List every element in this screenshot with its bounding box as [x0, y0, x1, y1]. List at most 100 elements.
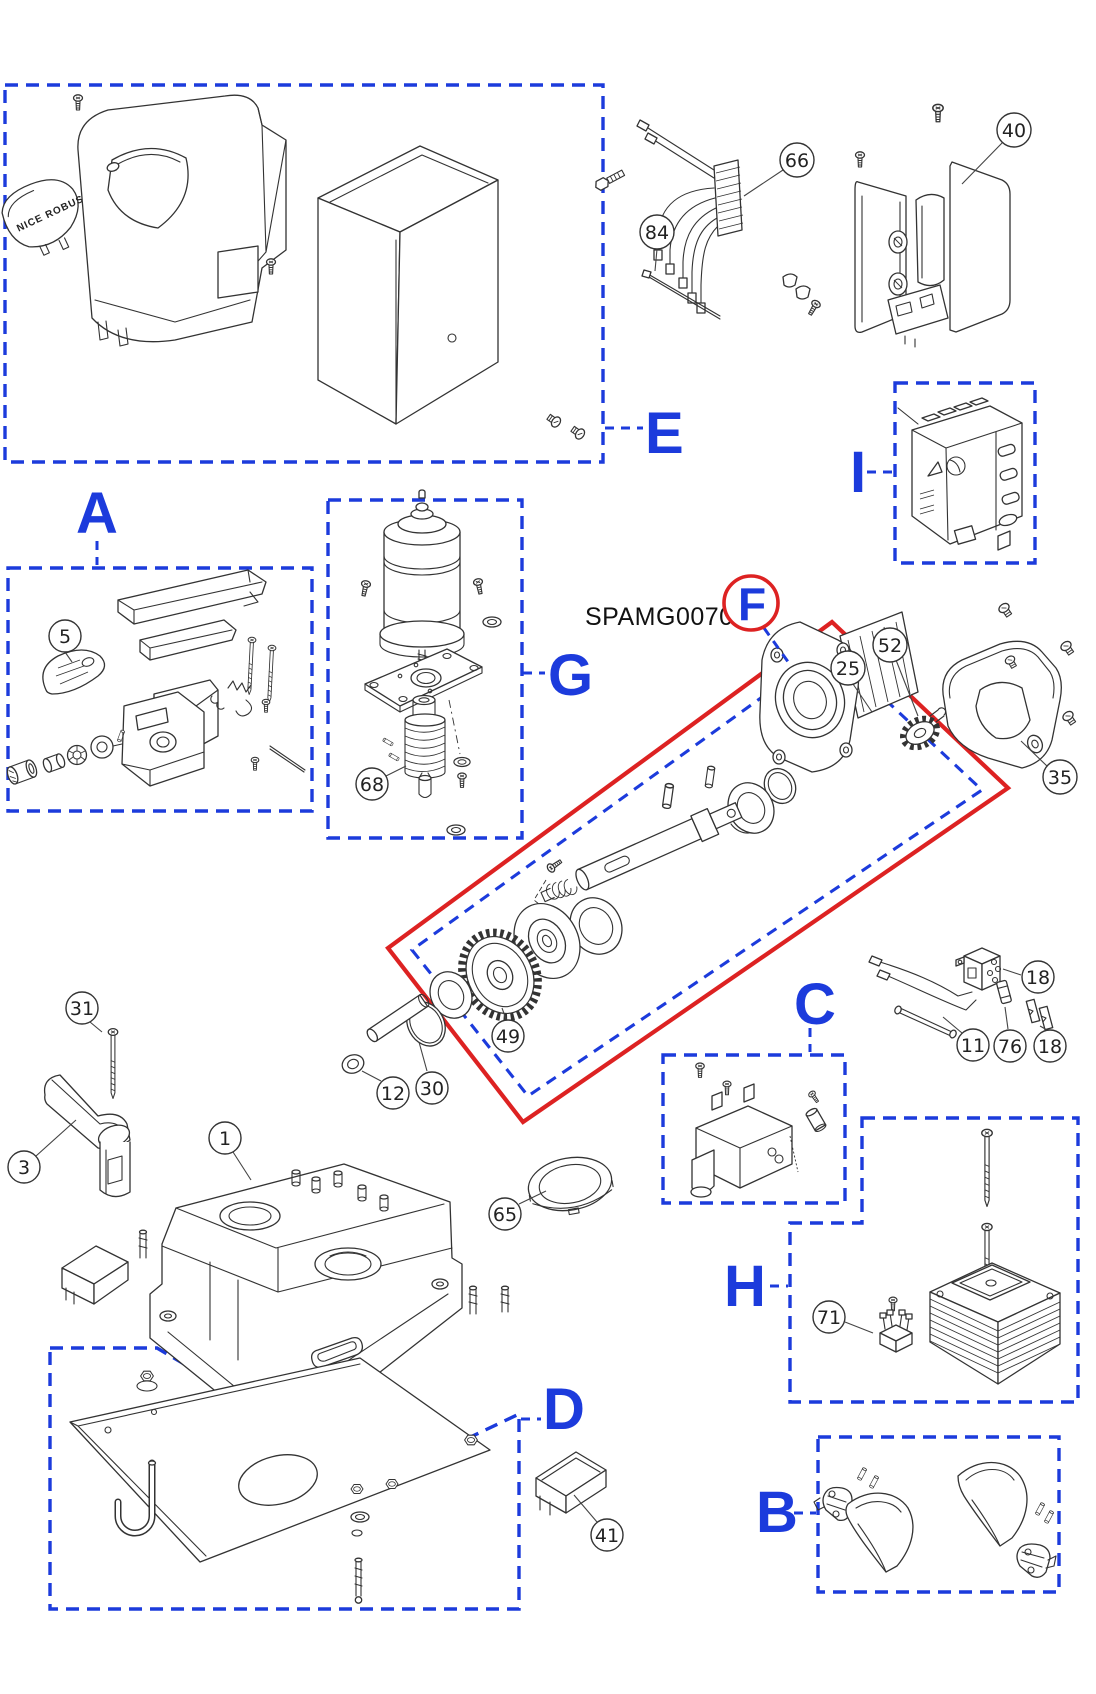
section-box-I	[893, 381, 1037, 565]
drawing-cable-tie	[641, 269, 721, 320]
callout-76: 76	[993, 1006, 1027, 1063]
callout-11: 11	[942, 1016, 990, 1062]
section-label-E: E	[645, 401, 684, 466]
drawing-main-gear	[458, 928, 542, 1022]
svg-text:41: 41	[595, 1525, 619, 1547]
drawing-limit-switch-bracket	[690, 1062, 827, 1198]
drawing-worm-gear	[382, 694, 466, 836]
callout-1: 1	[208, 1121, 252, 1181]
drawing-small-cover	[535, 1451, 607, 1516]
svg-text:18: 18	[1038, 1036, 1062, 1058]
drawing-release-bracket	[854, 103, 1011, 348]
section-label-I: I	[850, 440, 866, 505]
section-box-E	[3, 83, 605, 464]
section-box-F	[385, 619, 1012, 1125]
callout-40: 40	[961, 112, 1032, 185]
section-box-B	[816, 1435, 1061, 1594]
section-label-C: C	[794, 972, 836, 1037]
section-box-G	[326, 498, 524, 840]
drawing-wires	[868, 955, 977, 1039]
svg-text:76: 76	[998, 1036, 1022, 1058]
drawing-bearing-ring	[527, 1156, 614, 1216]
screw-icon	[72, 94, 84, 111]
svg-text:35: 35	[1048, 767, 1072, 789]
callout-71: 71	[812, 1300, 874, 1334]
section-label-H: H	[724, 1254, 766, 1319]
callout-52: 52	[872, 627, 919, 717]
section-box-F-outline	[385, 619, 1012, 1125]
drawing-fuse-clips	[1025, 998, 1054, 1031]
drawing-control-board	[897, 397, 1023, 551]
section-label-F: F	[738, 578, 766, 630]
callout-68: 68	[355, 765, 407, 801]
spare-part-code: SPAMG00700	[585, 603, 748, 631]
callout-18a: 18	[1002, 960, 1055, 994]
svg-text:11: 11	[961, 1035, 985, 1057]
svg-text:31: 31	[70, 998, 94, 1020]
section-label-B: B	[756, 1480, 798, 1545]
callout-25: 25	[830, 650, 873, 713]
section-label-A: A	[76, 481, 118, 546]
svg-text:1: 1	[219, 1128, 231, 1150]
section-label-G: G	[548, 643, 593, 708]
callout-84: 84	[639, 214, 675, 272]
drawing-wiring-harness	[592, 119, 823, 318]
callout-18b: 18	[1033, 1025, 1067, 1063]
drawing-release-levers	[813, 1462, 1057, 1578]
screw-icon	[265, 258, 277, 275]
callout-66: 66	[743, 142, 815, 197]
svg-text:18: 18	[1026, 967, 1050, 989]
drawing-side-cap	[61, 1245, 129, 1305]
callout-65: 65	[488, 1190, 547, 1231]
svg-text:84: 84	[645, 222, 669, 244]
svg-text:12: 12	[381, 1083, 405, 1105]
screw-icon	[568, 423, 588, 442]
drawing-rectifier	[879, 1296, 913, 1353]
callouts: 5 66 84 40 68 25 52 35 49 31 3 12 30 1 6…	[7, 112, 1078, 1552]
callout-30: 30	[415, 1041, 449, 1105]
drawing-shaft	[540, 802, 743, 903]
drawing-motor-plate	[364, 648, 483, 789]
callout-41: 41	[573, 1494, 624, 1552]
svg-text:49: 49	[496, 1026, 520, 1048]
callout-31: 31	[65, 991, 103, 1033]
section-box-F-inner	[409, 645, 985, 1099]
svg-text:65: 65	[493, 1204, 517, 1226]
drawing-output-pinion	[899, 707, 947, 751]
drawing-microswitch	[955, 947, 1002, 991]
f-label-group: SPAMG00700 F	[585, 574, 793, 667]
svg-text:30: 30	[420, 1078, 444, 1100]
drawing-output-shaft	[341, 993, 430, 1074]
drawing-transformer	[929, 1128, 1061, 1385]
svg-text:66: 66	[785, 150, 809, 172]
drawing-release-key	[43, 1028, 131, 1198]
drawing-motor	[358, 489, 502, 665]
screw-icon	[1058, 638, 1077, 658]
drawing-cover-35	[942, 640, 1062, 769]
section-box-H	[788, 1116, 1080, 1404]
section-label-D: D	[543, 1377, 585, 1442]
callout-3: 3	[7, 1119, 77, 1184]
drawing-gearbox-group	[406, 611, 947, 1047]
f-circle	[722, 574, 780, 632]
svg-text:68: 68	[360, 774, 384, 796]
screw-icon	[996, 600, 1015, 620]
connector-F	[762, 627, 793, 667]
callout-35: 35	[1020, 740, 1078, 795]
drawing-front-cover	[77, 94, 287, 347]
svg-text:5: 5	[59, 626, 71, 648]
drawing-rear-cover	[317, 145, 499, 425]
screw-icon	[1060, 708, 1079, 728]
drawing-badge-cover: NICE ROBUS	[1, 179, 86, 256]
section-box-D	[48, 1346, 521, 1611]
section-labels: E A G I C H B D	[76, 401, 892, 1545]
drawing-fuse	[996, 979, 1012, 1005]
drawing-release-assembly	[6, 569, 306, 787]
section-box-C	[661, 1053, 847, 1205]
section-box-A	[6, 566, 314, 813]
svg-text:3: 3	[18, 1157, 30, 1179]
callout-12: 12	[361, 1070, 410, 1110]
callout-5: 5	[48, 619, 82, 663]
